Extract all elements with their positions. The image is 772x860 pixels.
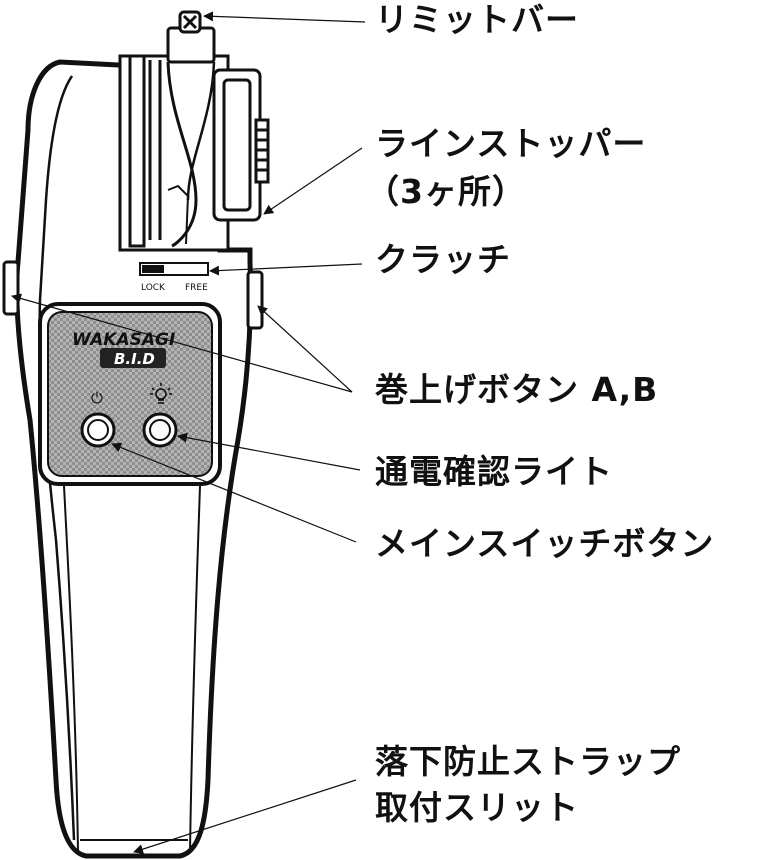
reel-button-b[interactable] — [246, 270, 264, 330]
power-indicator-light — [142, 412, 178, 448]
label-reel-buttons: 巻上げボタン A,B — [375, 370, 659, 409]
label-power-light: 通電確認ライト — [375, 452, 613, 491]
clutch-free-label: FREE — [185, 283, 208, 293]
brand-logo-sub: B.I.D — [114, 350, 155, 368]
reel-body — [14, 59, 253, 859]
leader-lines — [11, 11, 366, 854]
label-clutch: クラッチ — [375, 240, 511, 279]
reel-button-a[interactable] — [2, 260, 20, 316]
brand-logo: WAKASAGI — [72, 330, 175, 350]
clutch-switch[interactable]: LOCK FREE — [139, 262, 209, 293]
label-strap-slit: 落下防止ストラップ — [375, 742, 681, 781]
label-limit-bar: リミットバー — [375, 0, 579, 39]
clutch-lock-label: LOCK — [141, 283, 166, 293]
label-line-stopper: ラインストッパー — [375, 124, 647, 163]
spool-housing — [118, 54, 270, 252]
lightbulb-icon — [150, 383, 172, 404]
power-symbol-icon: ⏻ — [91, 389, 103, 407]
main-switch-button[interactable] — [80, 412, 116, 448]
label-main-switch: メインスイッチボタン — [375, 524, 715, 563]
control-panel: WAKASAGI B.I.D ⏻ — [38, 302, 222, 486]
label-strap-slit-2: 取付スリット — [375, 788, 579, 827]
label-line-stopper-count: （3ヶ所） — [366, 172, 526, 211]
limit-bar — [166, 10, 216, 64]
